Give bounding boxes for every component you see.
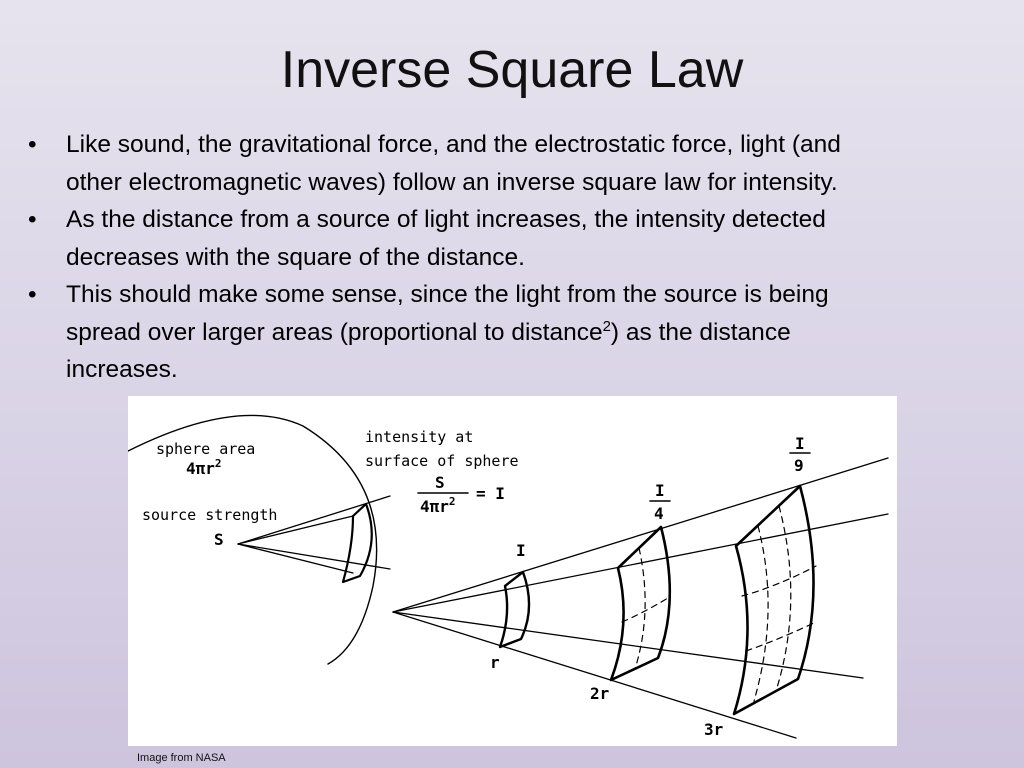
- bullet-text-line: other electromagnetic waves) follow an i…: [66, 168, 838, 196]
- bullet-dot: •: [28, 206, 37, 233]
- bullet-item: • This should make some sense, since the…: [28, 276, 998, 389]
- label-3r: 3r: [704, 720, 723, 739]
- sphere-patch: [341, 502, 373, 584]
- patch-2r-grid: [634, 547, 646, 670]
- inverse-square-diagram: sphere area 4πr2 source strength S inten…: [128, 396, 897, 746]
- sphere-area-label: sphere area: [156, 440, 255, 458]
- main-ray: [392, 513, 889, 613]
- source-ray: [237, 543, 391, 570]
- label-intensity-r: I: [516, 541, 526, 560]
- bullet-item: • As the distance from a source of light…: [28, 201, 998, 276]
- fraction-result: = I: [476, 484, 505, 503]
- main-ray: [392, 457, 889, 613]
- bullet-dot: •: [28, 281, 37, 308]
- bullet-text-line: decreases with the square of the distanc…: [66, 243, 525, 271]
- bullet-item: • Like sound, the gravitational force, a…: [28, 126, 998, 201]
- label-intensity-3r-den: 9: [794, 456, 804, 475]
- patch-3r-grid: [745, 621, 817, 652]
- bullet-text-line: spread over larger areas (proportional t…: [66, 317, 791, 346]
- bullet-text-line: increases.: [66, 356, 178, 383]
- label-r: r: [490, 653, 500, 672]
- diagram-svg: sphere area 4πr2 source strength S inten…: [128, 414, 889, 739]
- bullet-dot: •: [28, 131, 37, 158]
- label-intensity-3r-num: I: [795, 434, 805, 453]
- fraction-denominator: 4πr2: [420, 495, 456, 516]
- source-ray: [237, 543, 354, 574]
- label-intensity-2r-den: 4: [654, 504, 664, 523]
- slide-title: Inverse Square Law: [280, 41, 744, 99]
- superscript: 2: [602, 317, 611, 335]
- sphere-area-formula: 4πr2: [186, 457, 222, 478]
- patch-3r-grid: [741, 565, 817, 597]
- patch-2r-grid: [621, 597, 669, 623]
- intensity-label-line1: intensity at: [365, 428, 473, 446]
- source-strength-label: source strength: [142, 506, 277, 524]
- source-ray: [237, 515, 354, 545]
- image-caption: Image from NASA: [137, 752, 226, 764]
- bullet-text-line: Like sound, the gravitational force, and…: [66, 131, 841, 158]
- bullet-list: • Like sound, the gravitational force, a…: [28, 126, 998, 389]
- label-intensity-2r-num: I: [655, 481, 665, 500]
- patch-3r-grid: [753, 525, 769, 702]
- main-ray: [392, 611, 864, 679]
- patch-3r: [732, 484, 815, 716]
- patch-r: [498, 570, 531, 649]
- source-symbol: S: [214, 530, 224, 549]
- patch-2r: [609, 525, 672, 682]
- patch-3r-grid: [775, 505, 792, 692]
- bullet-text-line: This should make some sense, since the l…: [66, 281, 829, 308]
- bullet-text-segment: ) as the distance: [610, 318, 791, 346]
- main-ray: [392, 611, 797, 739]
- intensity-label-line2: surface of sphere: [365, 452, 519, 470]
- sphere-arc: [128, 414, 378, 665]
- fraction-numerator: S: [435, 473, 445, 492]
- bullet-text-segment: spread over larger areas (proportional t…: [66, 318, 603, 346]
- bullet-text-line: As the distance from a source of light i…: [66, 206, 826, 233]
- label-2r: 2r: [590, 684, 609, 703]
